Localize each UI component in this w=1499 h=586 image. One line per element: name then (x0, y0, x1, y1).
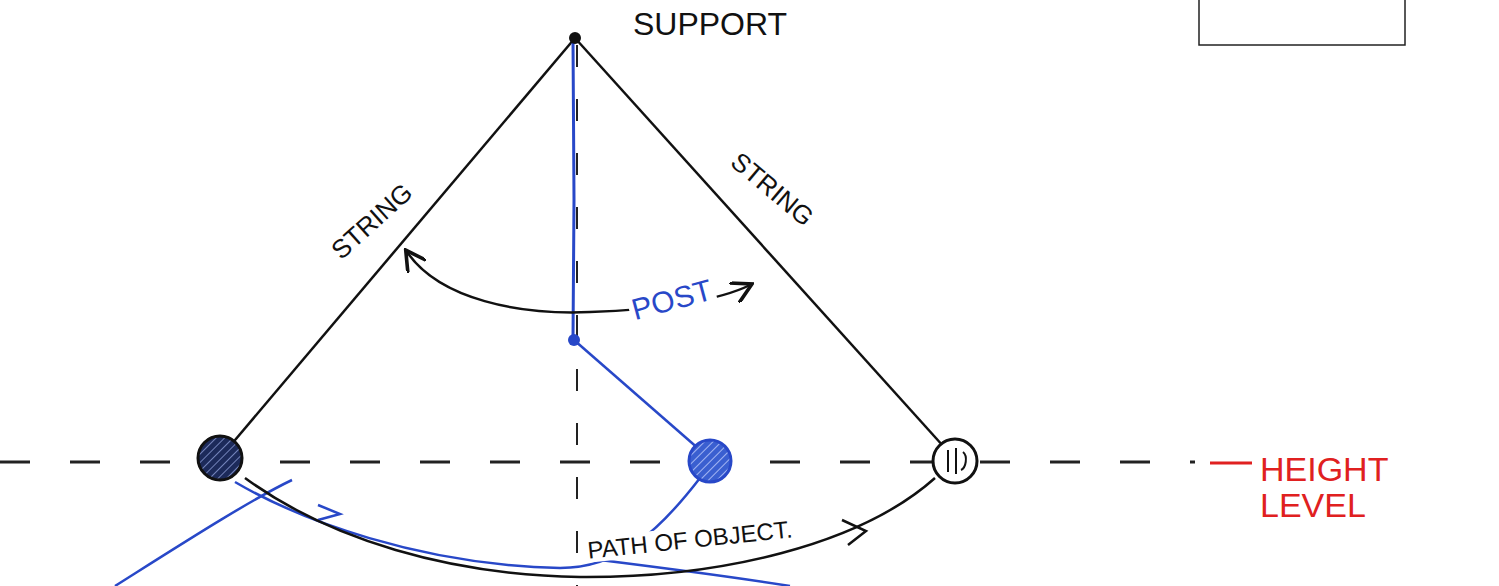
object-path (245, 478, 935, 577)
support-label: SUPPORT (630, 8, 790, 42)
string-label: STRING (723, 146, 820, 234)
short-string (574, 340, 700, 450)
path-label: PATH OF OBJECT. (583, 516, 796, 563)
post-line (573, 40, 574, 340)
height-marker (1210, 462, 1252, 465)
string-line (575, 38, 944, 447)
string-label: STRING (324, 177, 420, 267)
blue-stroke (318, 505, 340, 520)
post-label: POST (626, 273, 719, 326)
pendulum-bob (933, 439, 977, 483)
blue-stroke (600, 560, 790, 586)
height-level-label: HEIGHT LEVEL (1257, 452, 1433, 523)
pendulum-bob (689, 440, 731, 482)
support-point (569, 32, 581, 44)
blue-stroke (115, 480, 292, 586)
empty-box (1199, 0, 1405, 45)
bob-scribble (948, 448, 966, 474)
centre-line (576, 45, 578, 586)
height-line (0, 461, 1195, 464)
path-arrowhead (842, 520, 866, 545)
pendulum-bob (198, 436, 242, 480)
string-line (230, 38, 575, 446)
